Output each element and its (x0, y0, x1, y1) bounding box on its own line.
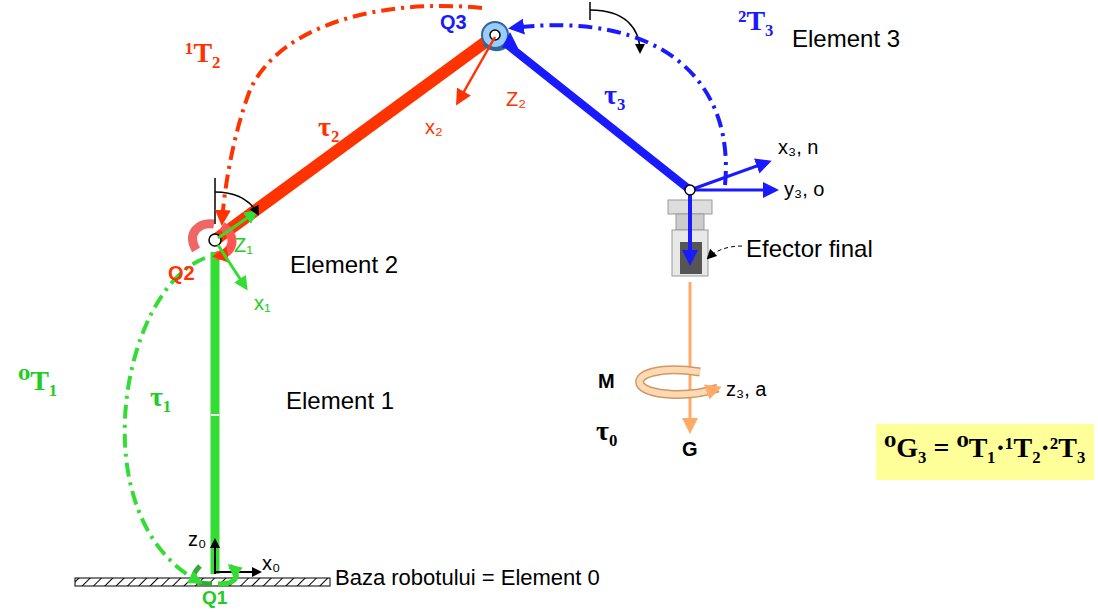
base-label: Baza robotului = Element 0 (335, 566, 600, 590)
element-label: Element 2 (290, 252, 398, 278)
force-label: G (682, 438, 698, 460)
part-label: Efector final (746, 236, 873, 262)
transform-label: ¹T₂ (185, 38, 220, 69)
joint-label: Q3 (440, 11, 467, 33)
joint-label: Q2 (168, 262, 195, 284)
axis-label: z₃, a (726, 378, 766, 400)
torque-label: τ₃ (604, 80, 625, 111)
torque-label: τ₁ (150, 382, 171, 413)
transform-label: ²T₃ (738, 6, 773, 37)
axis-label: x₁ (254, 292, 271, 314)
joint-label: Q1 (202, 588, 227, 609)
torque-label: τ₂ (318, 112, 339, 143)
axis-label: x₃, n (778, 136, 818, 158)
axis-label: x₂ (425, 116, 443, 138)
axis-label: Z₁ (234, 234, 253, 256)
axis-label: x₀ (262, 552, 280, 574)
element-label: Element 1 (286, 388, 394, 414)
element-label: Element 3 (792, 26, 900, 52)
axis-label: y₃, o (784, 178, 824, 200)
axis-label: z₀ (188, 528, 206, 550)
torque-label: τ₀ (596, 416, 617, 447)
formula-box: ⁰G₃ = ⁰T₁·¹T₂·²T₃ (876, 424, 1094, 480)
transform-label: ⁰T₁ (18, 366, 57, 397)
formula-text: ⁰G₃ = ⁰T₁·¹T₂·²T₃ (884, 431, 1086, 464)
moment-label: M (598, 370, 615, 392)
axis-label: Z₂ (506, 88, 526, 110)
